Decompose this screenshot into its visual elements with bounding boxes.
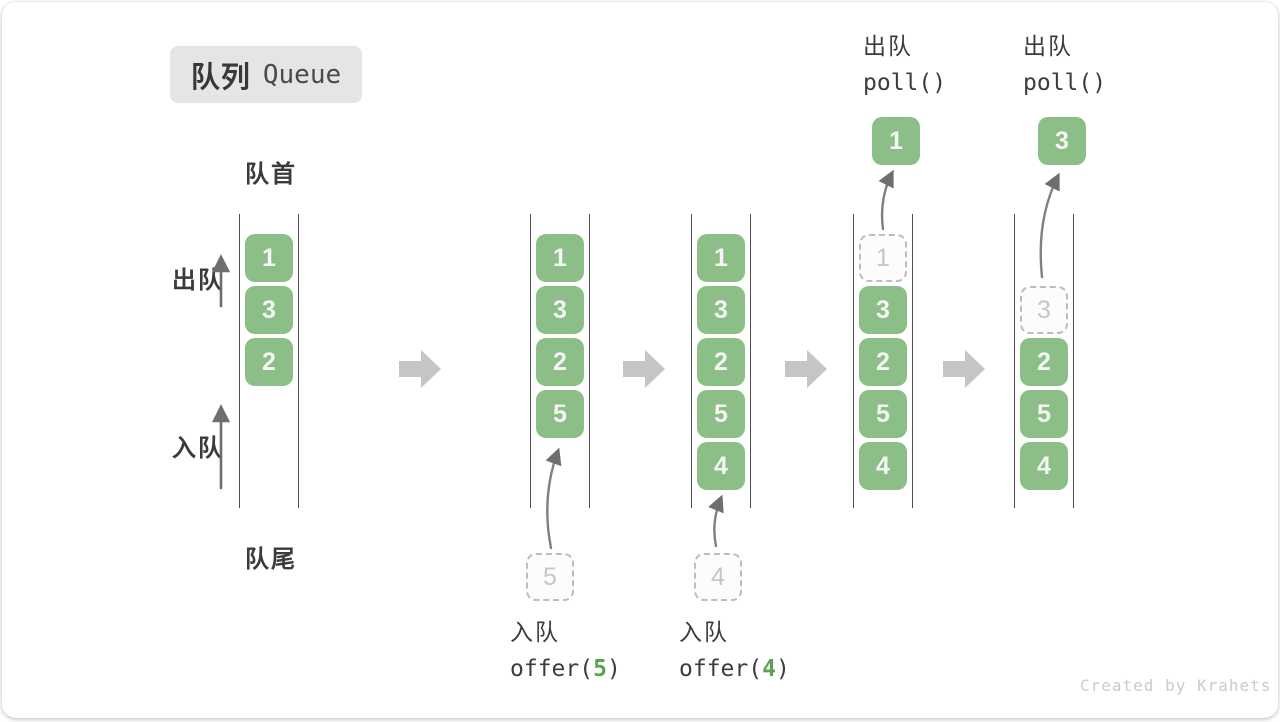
popped-value-box: 3 bbox=[1038, 117, 1086, 165]
title-box: 队列 Queue bbox=[170, 46, 362, 103]
title-zh: 队列 bbox=[190, 61, 251, 94]
op-label: 出队 bbox=[863, 33, 913, 59]
queue-cell: 1 bbox=[536, 234, 584, 282]
code-suffix: ) bbox=[775, 656, 790, 682]
transition-arrow-icon-1 bbox=[399, 350, 441, 388]
queue-cell: 3 bbox=[697, 286, 745, 334]
popped-value-box: 1 bbox=[872, 117, 920, 165]
enqueue-op-offer5: 入队 offer(5) bbox=[510, 614, 621, 688]
queue-cell: 1 bbox=[697, 234, 745, 282]
code-prefix: offer( bbox=[679, 656, 763, 682]
op-code: poll() bbox=[1023, 70, 1107, 96]
label-queue-rear: 队尾 bbox=[245, 546, 297, 573]
queue-state-4: 1 3 2 5 4 bbox=[853, 214, 913, 508]
queue-cell: 4 bbox=[859, 442, 907, 490]
op-code: offer(5) bbox=[510, 651, 621, 688]
title-en: Queue bbox=[262, 59, 342, 90]
queue-cell: 2 bbox=[859, 338, 907, 386]
queue-state-2: 1 3 2 5 bbox=[530, 214, 590, 508]
queue-cell: 5 bbox=[1020, 390, 1068, 438]
label-queue-front: 队首 bbox=[245, 161, 297, 188]
transition-arrow-icon-4 bbox=[943, 350, 985, 388]
enqueue-op-offer4: 入队 offer(4) bbox=[679, 614, 790, 688]
queue-state-5: 3 2 5 4 bbox=[1014, 214, 1074, 508]
op-label: 出队 bbox=[1023, 33, 1073, 59]
queue-cell: 3 bbox=[536, 286, 584, 334]
queue-cell: 2 bbox=[536, 338, 584, 386]
queue-state-3: 1 3 2 5 4 bbox=[691, 214, 751, 508]
queue-cell: 4 bbox=[1020, 442, 1068, 490]
queue-cell: 5 bbox=[697, 390, 745, 438]
op-code: offer(4) bbox=[679, 651, 790, 688]
transition-arrow-icon-2 bbox=[623, 350, 665, 388]
code-suffix: ) bbox=[606, 656, 621, 682]
code-arg: 5 bbox=[593, 656, 607, 682]
removed-cell-ghost: 3 bbox=[1020, 286, 1068, 334]
label-dequeue: 出队 bbox=[172, 267, 224, 294]
code-prefix: offer( bbox=[510, 656, 594, 682]
watermark: Created by Krahets bbox=[1080, 676, 1272, 695]
queue-cell: 5 bbox=[859, 390, 907, 438]
queue-cell: 2 bbox=[245, 338, 293, 386]
queue-cell: 4 bbox=[697, 442, 745, 490]
queue-cell: 2 bbox=[697, 338, 745, 386]
dequeue-op-poll3: 出队 poll() bbox=[1023, 28, 1106, 102]
queue-cell: 5 bbox=[536, 390, 584, 438]
queue-cell: 2 bbox=[1020, 338, 1068, 386]
queue-cell: 3 bbox=[859, 286, 907, 334]
removed-cell-ghost: 1 bbox=[859, 234, 907, 282]
queue-state-1: 1 3 2 bbox=[239, 214, 299, 508]
op-label: 入队 bbox=[679, 619, 729, 645]
transition-arrow-icon-3 bbox=[785, 350, 827, 388]
queue-cell: 1 bbox=[245, 234, 293, 282]
op-label: 入队 bbox=[510, 619, 560, 645]
label-enqueue: 入队 bbox=[172, 435, 224, 462]
dequeue-op-poll1: 出队 poll() bbox=[863, 28, 946, 102]
code-arg: 4 bbox=[762, 656, 776, 682]
queue-cell: 3 bbox=[245, 286, 293, 334]
incoming-value-box: 4 bbox=[694, 553, 742, 601]
incoming-value-box: 5 bbox=[526, 553, 574, 601]
op-code: poll() bbox=[863, 70, 947, 96]
